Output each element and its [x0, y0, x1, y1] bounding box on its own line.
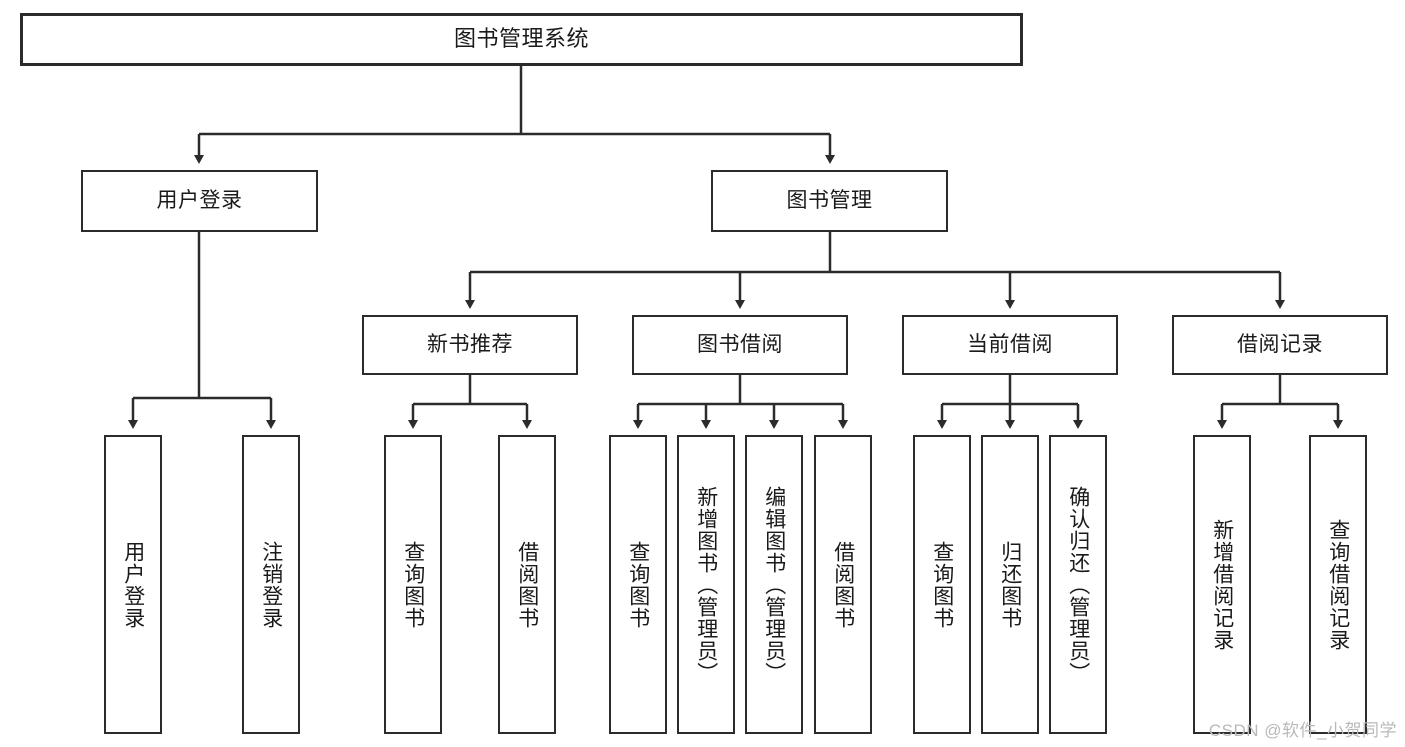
node-current-borrowing[interactable]: 当前借阅 — [902, 315, 1118, 375]
node-user-login[interactable]: 用户登录 — [81, 170, 318, 232]
node-label: 借阅图书 — [831, 540, 855, 629]
edges-records-to-leaves — [1217, 375, 1343, 429]
node-label: 新增图书（管理员） — [694, 485, 718, 684]
node-label: 图书管理 — [786, 189, 873, 213]
node-label: 借阅图书 — [515, 540, 539, 629]
node-label: 新书推荐 — [427, 333, 513, 357]
node-leaf-return-book[interactable]: 归还图书 — [981, 435, 1039, 734]
edges-current-to-leaves — [937, 375, 1083, 429]
node-new-book-recommendation[interactable]: 新书推荐 — [362, 315, 578, 375]
node-label: 借阅记录 — [1237, 333, 1323, 357]
edges-borrow-to-leaves — [633, 375, 848, 429]
node-leaf-borrow-book[interactable]: 借阅图书 — [814, 435, 872, 734]
node-leaf-borrow-book-recommendation[interactable]: 借阅图书 — [498, 435, 556, 734]
node-label: 用户登录 — [156, 189, 243, 213]
node-leaf-query-book-recommendation[interactable]: 查询图书 — [384, 435, 442, 734]
node-leaf-add-borrow-record[interactable]: 新增借阅记录 — [1193, 435, 1251, 734]
node-leaf-logout[interactable]: 注销登录 — [242, 435, 300, 734]
node-borrowing-records[interactable]: 借阅记录 — [1172, 315, 1388, 375]
edges-bookmgmt-to-level3 — [465, 232, 1285, 309]
node-label: 确认归还（管理员） — [1066, 485, 1090, 684]
node-leaf-query-borrow-record[interactable]: 查询借阅记录 — [1309, 435, 1367, 734]
node-label: 图书管理系统 — [453, 26, 589, 52]
node-label: 用户登录 — [121, 540, 145, 629]
node-label: 新增借阅记录 — [1210, 518, 1234, 651]
node-label: 查询借阅记录 — [1326, 518, 1350, 651]
node-leaf-query-book-borrowing[interactable]: 查询图书 — [609, 435, 667, 734]
node-label: 编辑图书（管理员） — [762, 485, 786, 684]
node-label: 查询图书 — [626, 540, 650, 629]
node-leaf-confirm-return-admin[interactable]: 确认归还（管理员） — [1049, 435, 1107, 734]
watermark-text: CSDN @软件_小贺同学 — [1208, 721, 1397, 740]
node-label: 图书借阅 — [697, 333, 783, 357]
node-label: 当前借阅 — [967, 333, 1053, 357]
node-label: 归还图书 — [998, 540, 1022, 629]
edges-userlogin-to-leaves — [128, 232, 276, 429]
node-label: 查询图书 — [401, 540, 425, 629]
node-root-library-management-system[interactable]: 图书管理系统 — [20, 13, 1023, 66]
node-book-management[interactable]: 图书管理 — [711, 170, 948, 232]
node-label: 查询图书 — [930, 540, 954, 629]
node-leaf-add-book-admin[interactable]: 新增图书（管理员） — [677, 435, 735, 734]
node-leaf-edit-book-admin[interactable]: 编辑图书（管理员） — [745, 435, 803, 734]
edges-root-to-level2 — [194, 66, 835, 164]
node-leaf-query-book-current[interactable]: 查询图书 — [913, 435, 971, 734]
node-label: 注销登录 — [259, 540, 283, 629]
edges-newbook-to-leaves — [408, 375, 532, 429]
node-book-borrowing[interactable]: 图书借阅 — [632, 315, 848, 375]
node-leaf-user-login[interactable]: 用户登录 — [104, 435, 162, 734]
